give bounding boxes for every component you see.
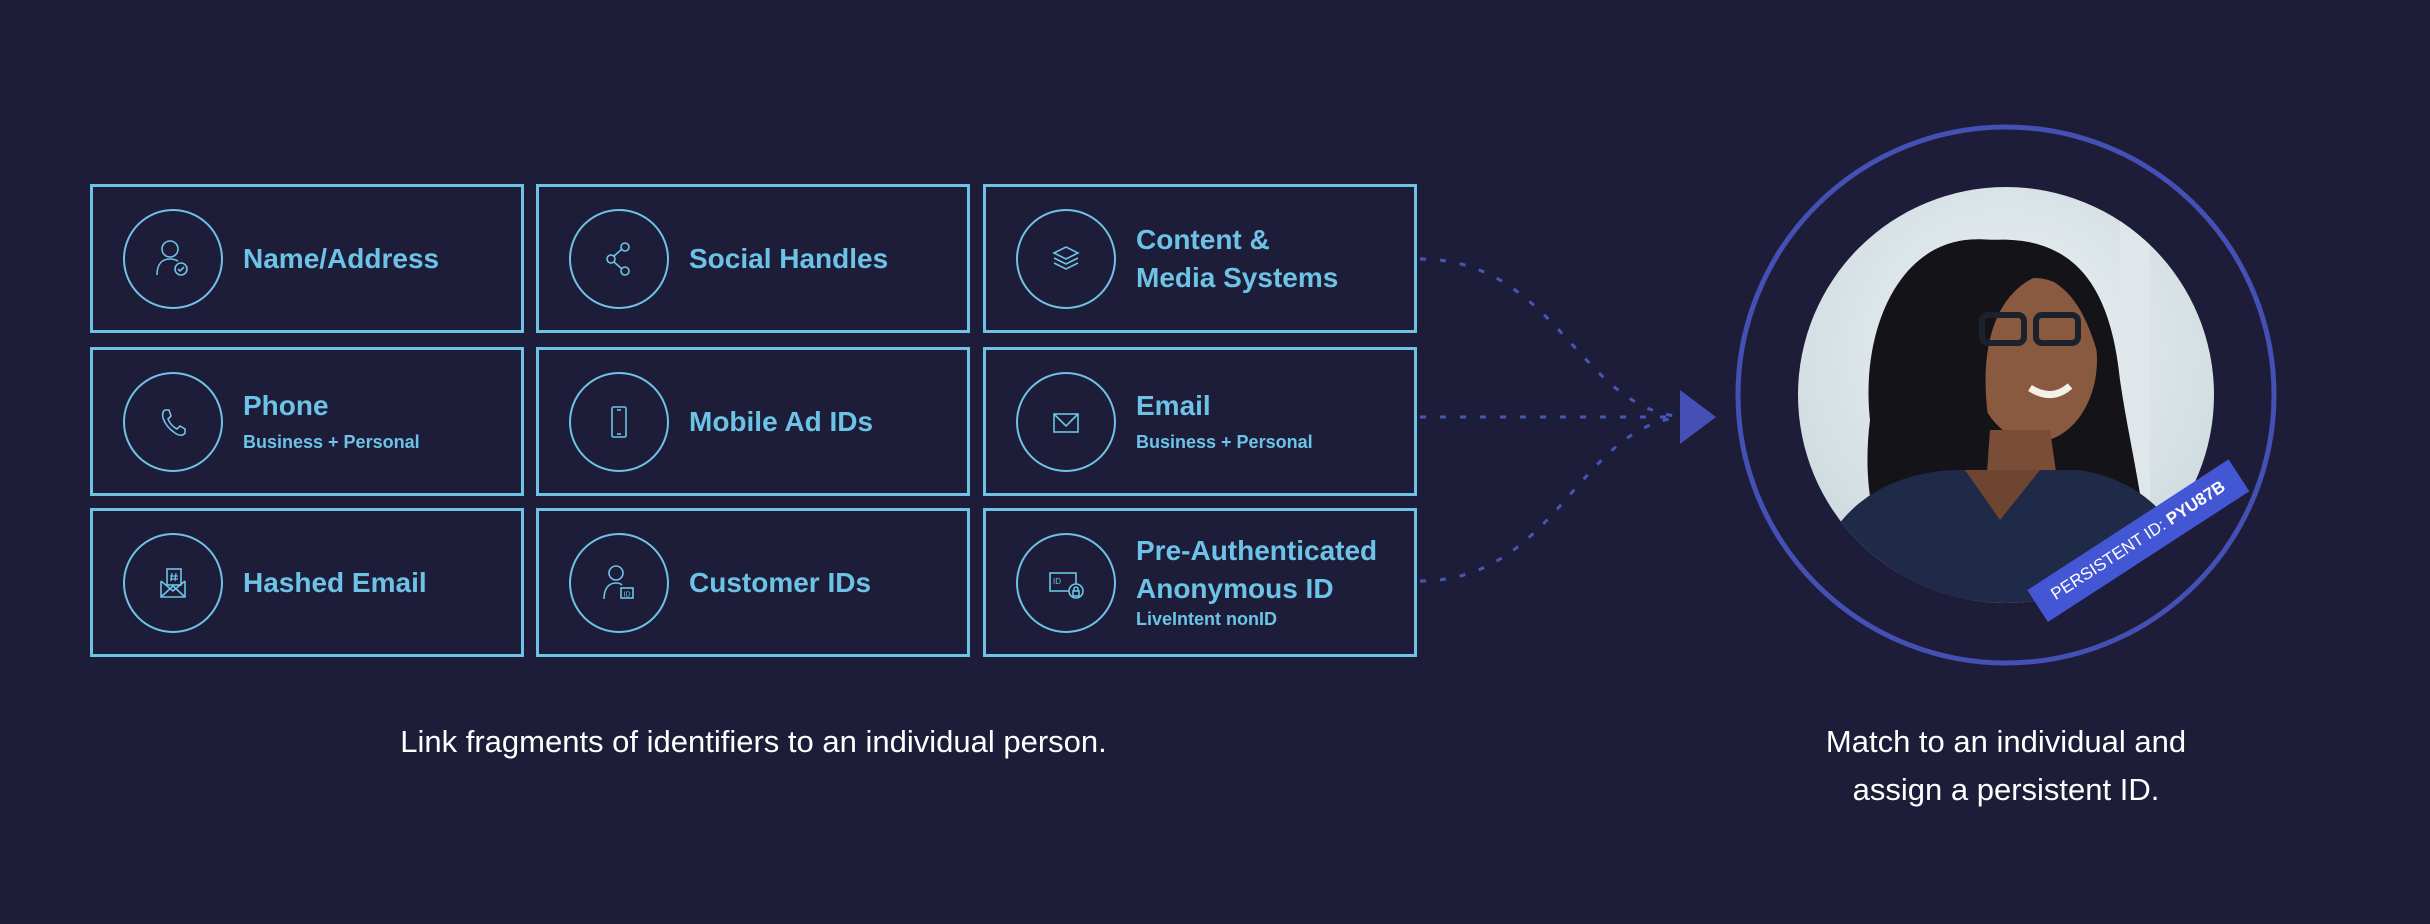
id-lock-icon: ID (1016, 532, 1116, 633)
connector-bottom (1419, 415, 1691, 583)
card-title: Phone (243, 389, 329, 421)
person-check-icon (123, 208, 223, 309)
phone-icon (123, 371, 223, 472)
right-caption-line1: Match to an individual and (1825, 724, 2187, 759)
envelope-icon (1016, 371, 1116, 472)
svg-text:ID: ID (1053, 577, 1061, 586)
card-title-line2: Anonymous ID (1136, 572, 1334, 604)
card-title: Customer IDs (689, 566, 872, 598)
card-title-line2: Media Systems (1136, 261, 1339, 293)
connector-top (1419, 257, 1691, 419)
identifier-card-social-handles: Social Handles (536, 184, 970, 333)
right-caption-line2: assign a persistent ID. (1852, 772, 2160, 807)
card-title: Pre-Authenticated (1136, 534, 1378, 566)
person-id-icon: ID (569, 532, 669, 633)
card-subtitle: LiveIntent nonID (1136, 608, 1277, 629)
outer-ring (1735, 124, 2277, 666)
identifier-card-mobile-ad-ids: Mobile Ad IDs (536, 347, 970, 496)
card-title: Name/Address (243, 242, 440, 274)
right-caption: Match to an individual and assign a pers… (1706, 718, 2306, 814)
identifier-card-content-media: Content & Media Systems (983, 184, 1417, 333)
identifier-card-name-address: Name/Address (90, 184, 524, 333)
left-caption: Link fragments of identifiers to an indi… (400, 724, 1107, 759)
card-title: Content & (1136, 223, 1270, 255)
hashed-email-icon (123, 532, 223, 633)
mobile-icon (569, 371, 669, 472)
card-subtitle: Business + Personal (1136, 431, 1313, 452)
share-icon (569, 208, 669, 309)
identifier-card-hashed-email: Hashed Email (90, 508, 524, 657)
identifier-card-customer-ids: ID Customer IDs (536, 508, 970, 657)
card-subtitle: Business + Personal (243, 431, 420, 452)
arrow-head-icon (1680, 390, 1716, 444)
card-title: Hashed Email (243, 566, 427, 598)
card-title: Social Handles (689, 242, 889, 274)
svg-text:ID: ID (624, 591, 631, 598)
card-title: Email (1136, 389, 1211, 421)
card-title: Mobile Ad IDs (689, 405, 874, 437)
layers-icon (1016, 208, 1116, 309)
